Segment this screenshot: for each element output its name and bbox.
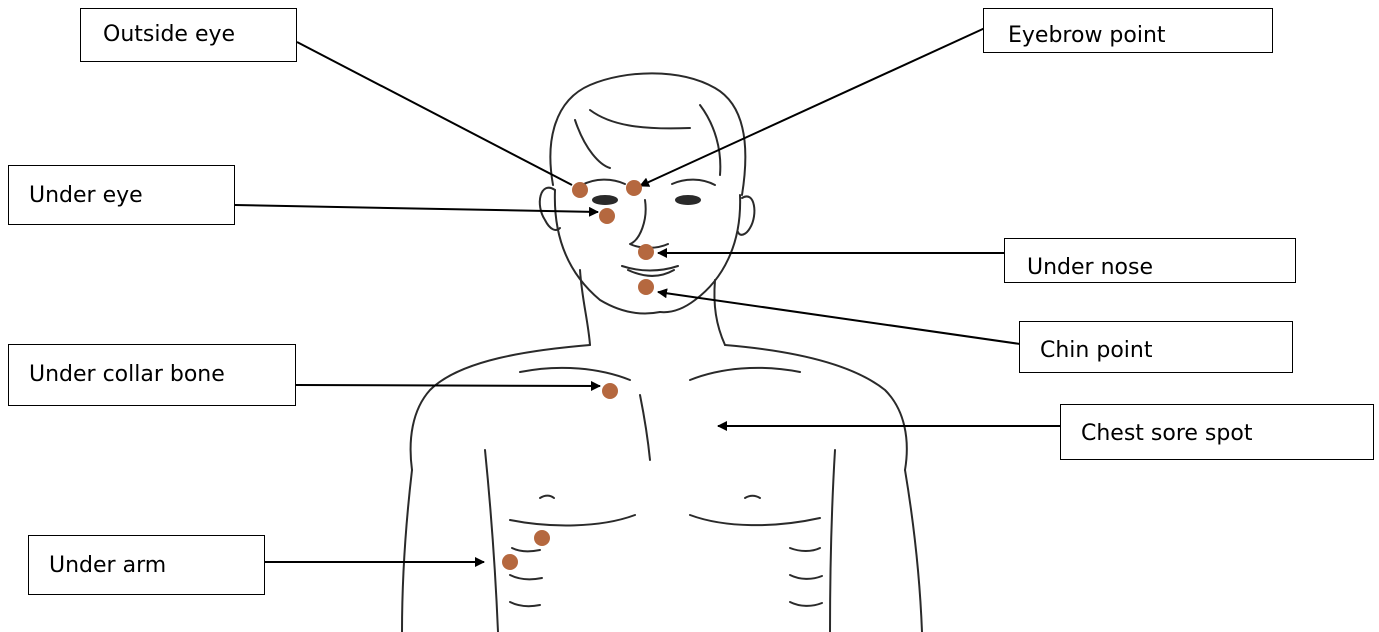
eyebrow-point-label-box: Eyebrow point: [983, 8, 1273, 53]
right-collar-bone: [690, 368, 800, 380]
under-eye-label-box: Under eye: [8, 165, 235, 225]
left-nipple: [540, 496, 554, 498]
left-arm-inner: [485, 450, 498, 632]
left-collar-bone: [520, 368, 630, 380]
right-rib: [790, 548, 820, 551]
right-rib: [790, 575, 822, 579]
left-eyebrow: [582, 180, 625, 185]
under-collar-bone-label: Under collar bone: [29, 362, 225, 387]
under-arm-point-lower: [502, 554, 518, 570]
left-eye: [593, 196, 617, 204]
eyebrow-point-line: [640, 28, 985, 186]
under-eye-line: [235, 205, 598, 212]
left-rib: [510, 575, 542, 579]
left-rib: [510, 602, 540, 606]
under-nose-label: Under nose: [1027, 255, 1153, 280]
mouth: [622, 266, 678, 271]
under-arm-label: Under arm: [49, 553, 166, 578]
right-pec: [690, 515, 820, 525]
right-nipple: [745, 496, 760, 498]
right-rib: [790, 602, 822, 606]
right-eye: [676, 196, 700, 204]
chin-point-label-box: Chin point: [1019, 321, 1293, 373]
right-arm-inner: [830, 450, 835, 632]
left-pec: [510, 515, 635, 525]
left-arm-outer: [402, 470, 412, 632]
under-collar-bone-label-box: Under collar bone: [8, 344, 296, 406]
left-shoulder: [411, 345, 590, 470]
connector-lines: [235, 28, 1060, 562]
nose: [630, 200, 668, 248]
hair-strand: [590, 110, 690, 128]
under-nose-label-box: Under nose: [1004, 238, 1296, 283]
under-nose-point: [638, 244, 654, 260]
chest-sore-spot-label-box: Chest sore spot: [1060, 404, 1374, 460]
neck-right: [714, 280, 725, 345]
under-collar-bone-point: [602, 383, 618, 399]
outside-eye-label-box: Outside eye: [80, 8, 297, 62]
under-arm-label-box: Under arm: [28, 535, 265, 595]
outside-eye-point: [572, 182, 588, 198]
under-eye-point: [599, 208, 615, 224]
outside-eye-label: Outside eye: [103, 22, 235, 47]
hair-strand: [700, 105, 720, 175]
chin-point: [638, 279, 654, 295]
left-rib: [512, 548, 540, 551]
right-arm-outer: [905, 470, 922, 632]
chin-point-label: Chin point: [1040, 338, 1152, 363]
body-drawing: [402, 73, 922, 632]
neck-left: [580, 270, 590, 345]
eyebrow-point-label: Eyebrow point: [1008, 23, 1166, 48]
right-shoulder: [725, 345, 907, 470]
hair-strand: [575, 120, 610, 168]
chin-point-line: [658, 292, 1020, 344]
under-eye-label: Under eye: [29, 183, 143, 208]
chest-sore-spot-label: Chest sore spot: [1081, 421, 1252, 446]
under-arm-point-upper: [534, 530, 550, 546]
tapping-points: [502, 180, 654, 570]
under-collar-bone-line: [296, 385, 600, 386]
sternum-line: [640, 395, 650, 460]
eyebrow-point: [626, 180, 642, 196]
right-eyebrow: [672, 180, 715, 185]
outside-eye-line: [297, 42, 572, 185]
